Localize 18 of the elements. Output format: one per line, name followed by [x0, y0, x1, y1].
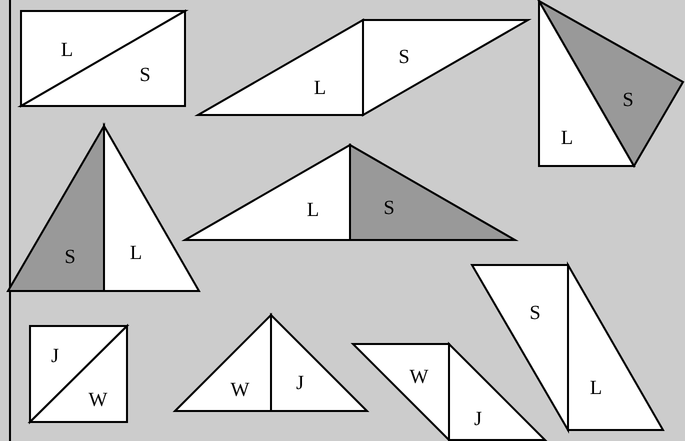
piece-letter: L	[130, 243, 142, 263]
piece-letter: S	[529, 303, 541, 323]
piece-letter: S	[139, 65, 151, 85]
piece-letter: S	[64, 247, 76, 267]
piece-letter: J	[474, 409, 482, 429]
piece-letter: J	[296, 373, 304, 393]
piece-letter: S	[398, 47, 410, 67]
piece-letter: L	[560, 128, 574, 148]
piece-letter: L	[590, 378, 602, 398]
piece-letter: W	[230, 380, 250, 400]
piece-letter: W	[88, 390, 108, 410]
piece-letter: L	[314, 78, 326, 98]
piece-letter: J	[51, 346, 59, 366]
piece-letter: L	[60, 40, 74, 60]
piece-letter: S	[622, 90, 634, 110]
piece-letter: L	[306, 200, 320, 220]
piece-letter: W	[410, 367, 428, 387]
piece-letter: S	[383, 198, 395, 218]
